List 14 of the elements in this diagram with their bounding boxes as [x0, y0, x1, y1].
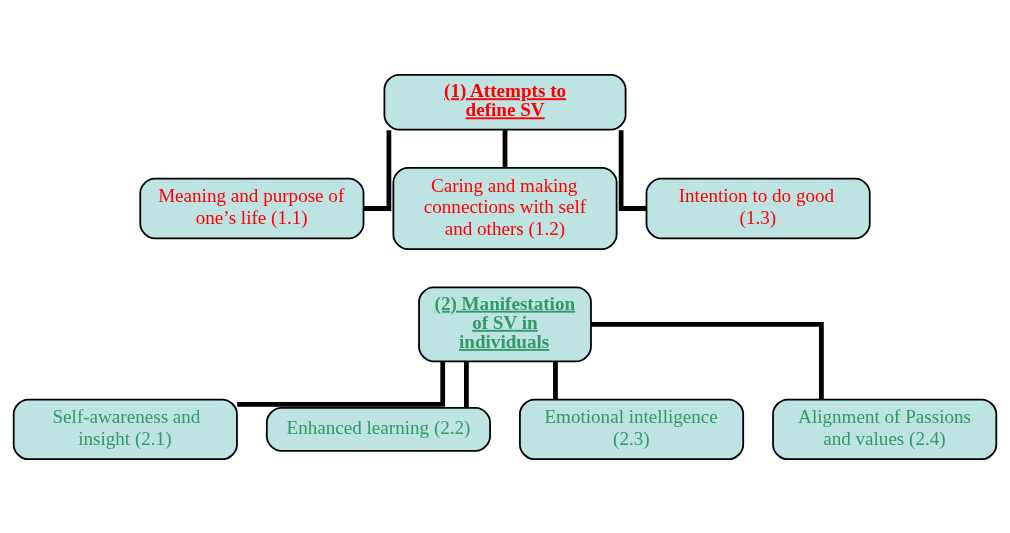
- node-box: Caring and making connections with self and others (1.2): [392, 166, 618, 250]
- node-box: Self-awareness and insight (2.1): [12, 398, 238, 460]
- connector: [464, 361, 469, 408]
- connector: [553, 361, 558, 399]
- node-box: Alignment of Passions and values (2.4): [772, 398, 998, 460]
- node-box: Enhanced learning (2.2): [265, 406, 491, 452]
- connector: [502, 129, 508, 168]
- node-box: Intention to do good (1.3): [645, 177, 871, 239]
- node-box: (1) Attempts to define SV: [383, 73, 627, 131]
- connector: [237, 361, 446, 407]
- node-box: Emotional intelligence (2.3): [519, 398, 745, 460]
- node-box: (2) Manifestation of SV in individuals: [418, 285, 592, 362]
- node-box: Meaning and purpose of one’s life (1.1): [139, 177, 365, 239]
- connector: [591, 321, 824, 399]
